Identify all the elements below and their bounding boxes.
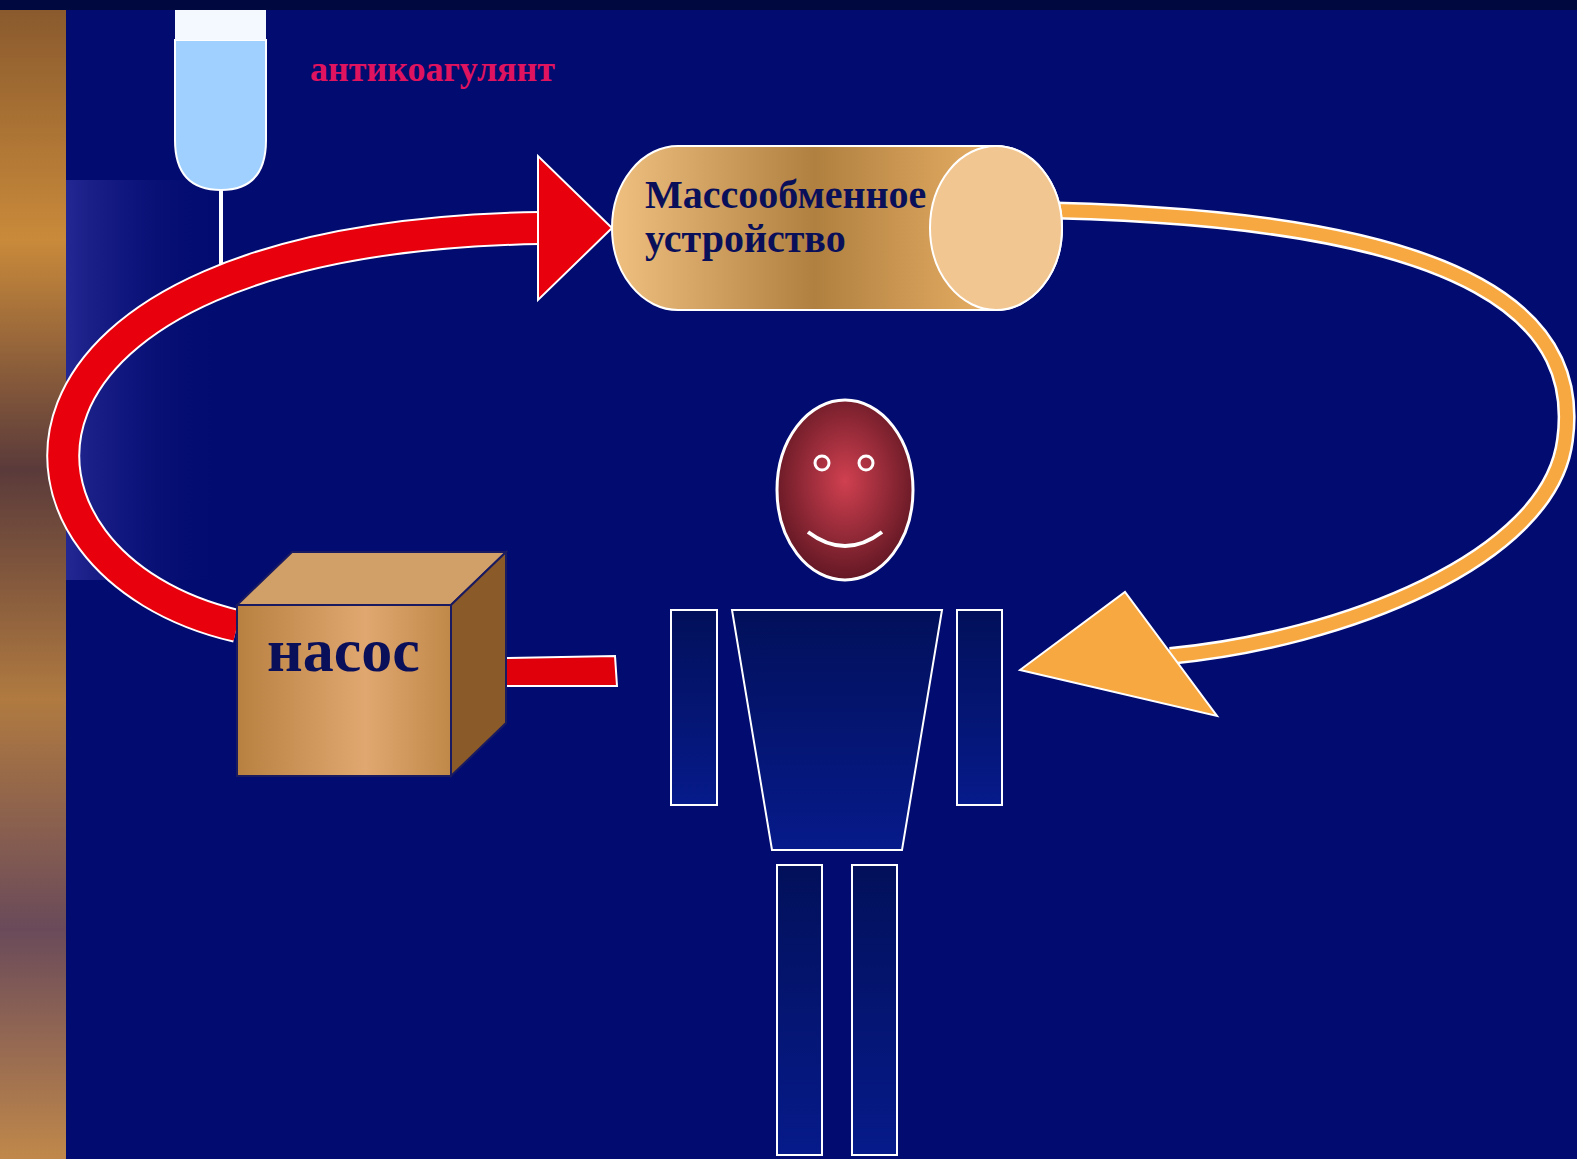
bg-glow bbox=[66, 180, 226, 580]
node-text: насос bbox=[237, 612, 450, 690]
anticoagulant-bottle bbox=[175, 10, 266, 266]
top-border bbox=[0, 0, 1577, 10]
blood-line bbox=[506, 656, 617, 686]
node-text: Массообменное устройство bbox=[645, 173, 1045, 261]
mass-exchanger: Массообменное устройство bbox=[612, 145, 1062, 311]
anticoagulant-label: антикоагулянт bbox=[310, 48, 555, 90]
flow-arrow bbox=[63, 156, 612, 626]
patient-figure bbox=[671, 400, 1002, 1155]
side-strip bbox=[0, 10, 66, 1159]
pump-box: насос bbox=[237, 552, 506, 776]
return-arrow bbox=[1020, 210, 1567, 716]
